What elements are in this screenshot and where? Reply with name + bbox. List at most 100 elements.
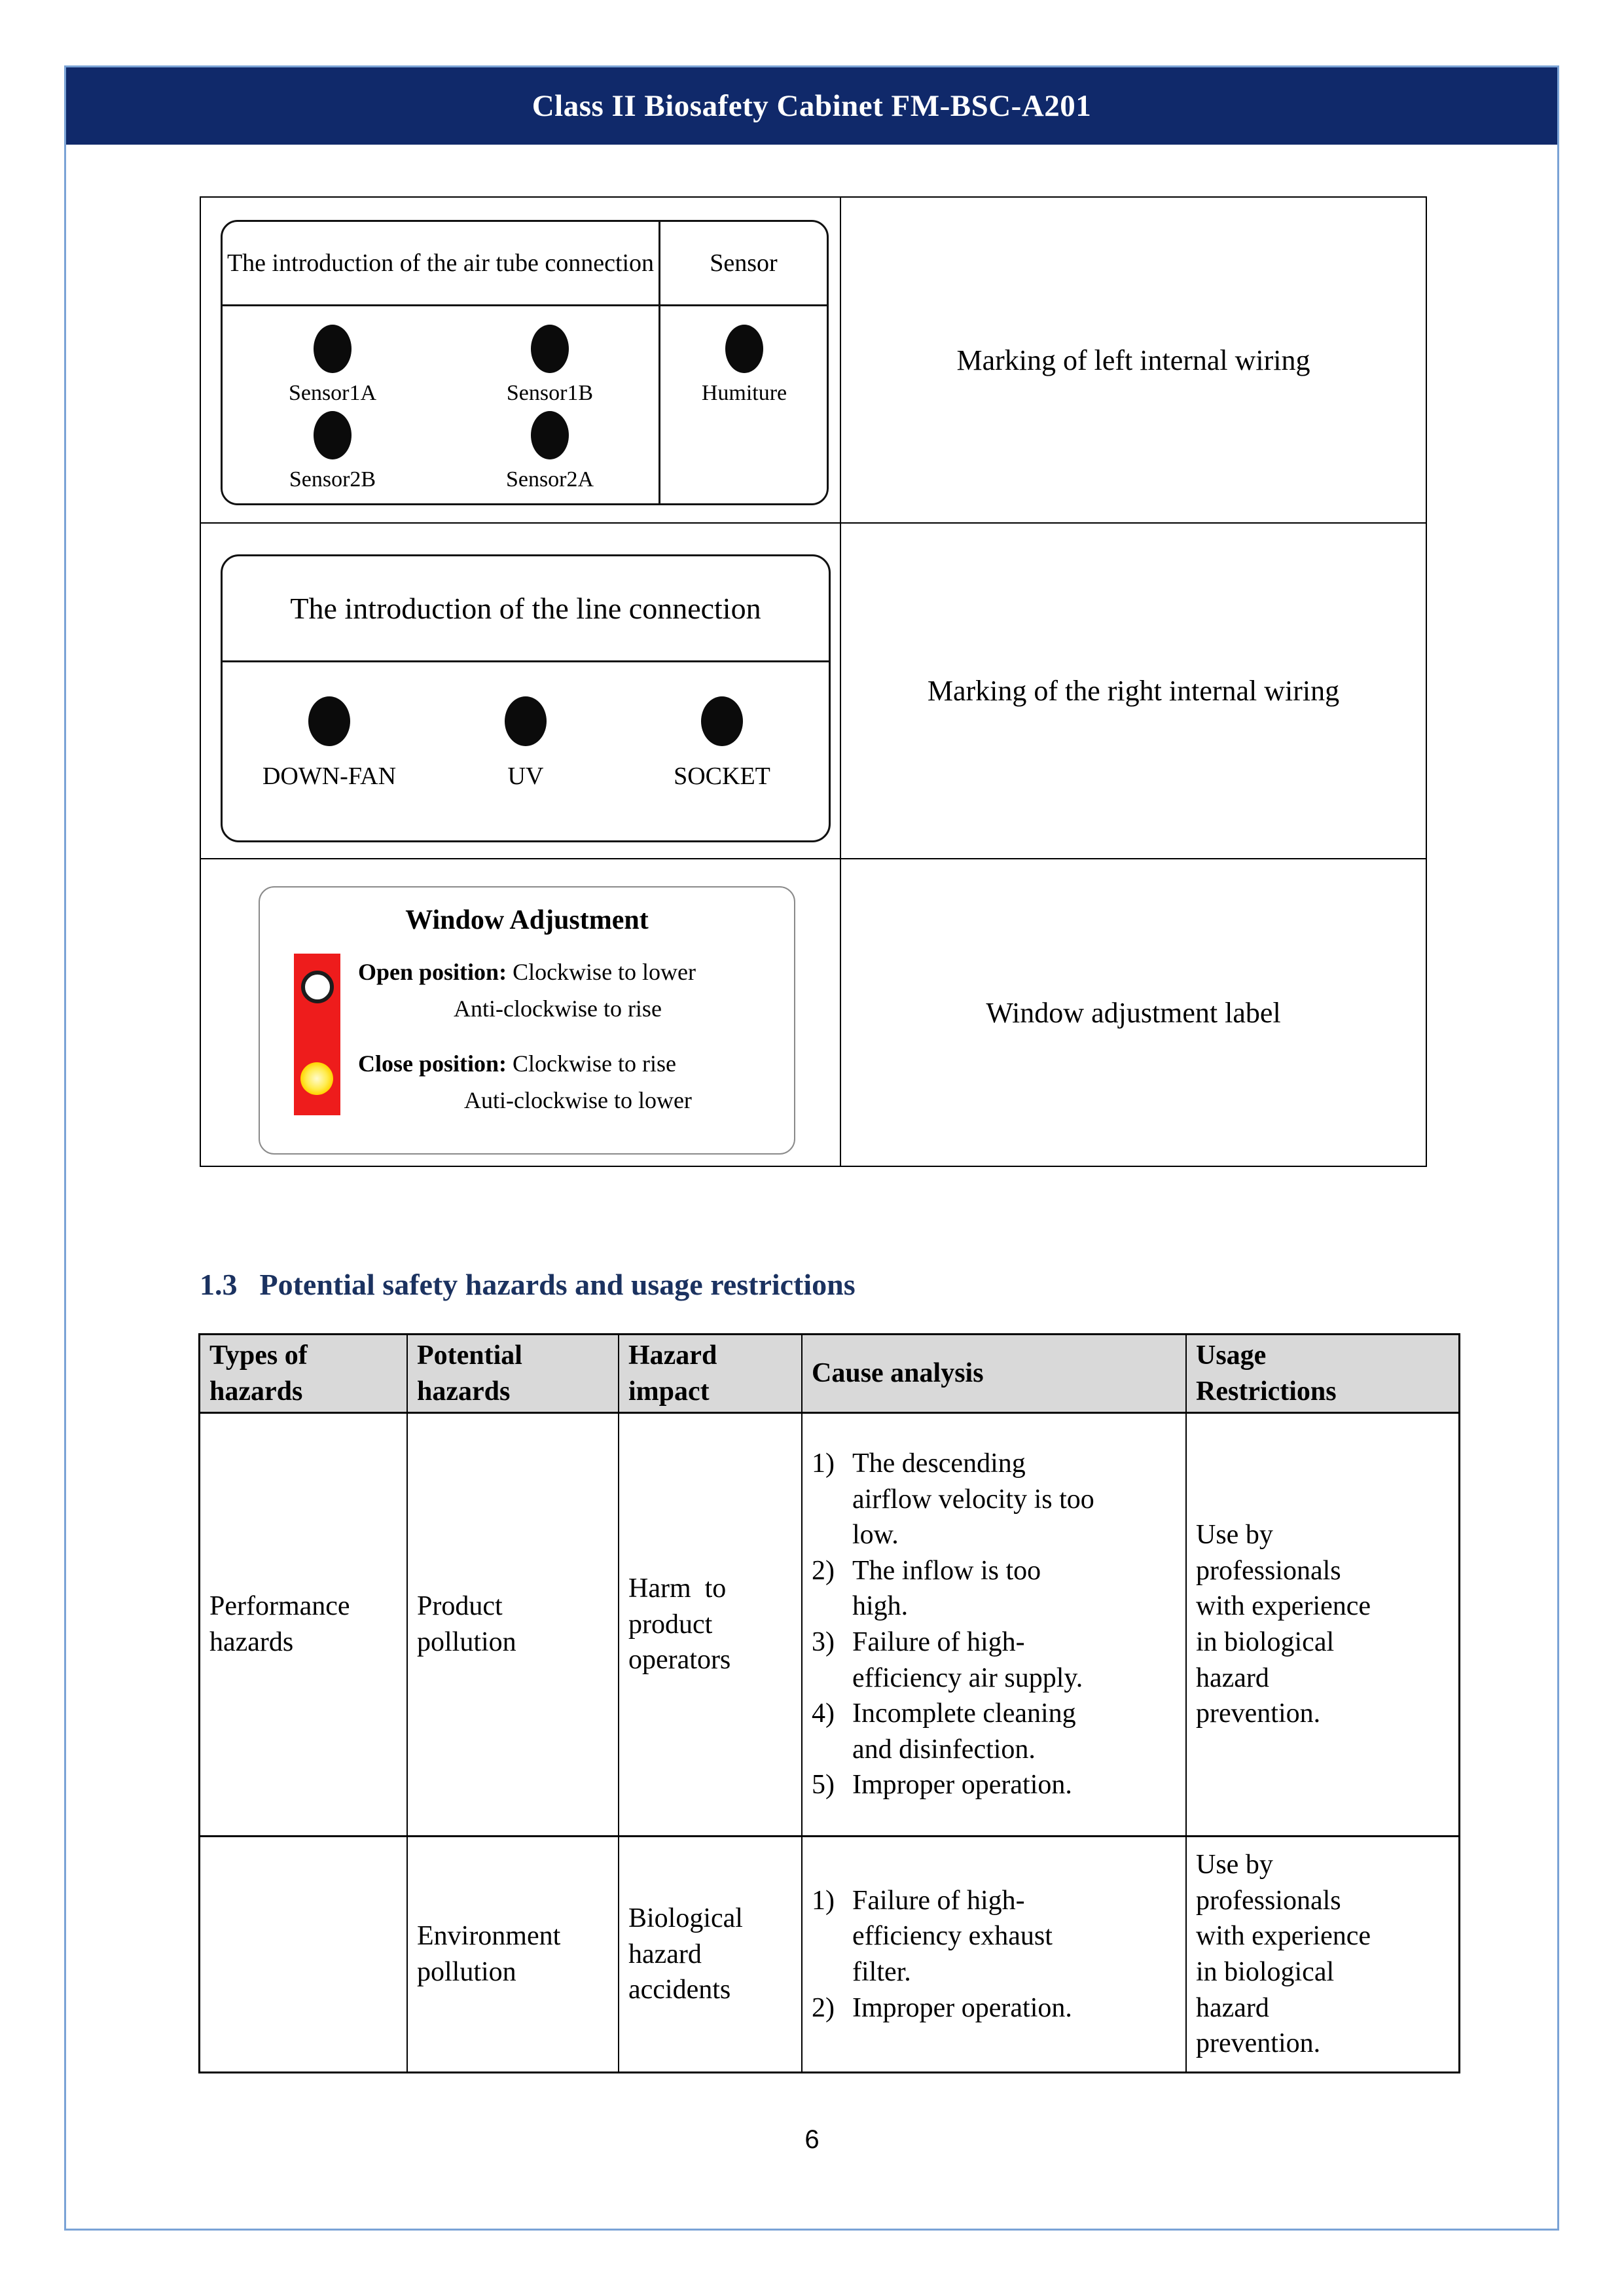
- cell-potential-product-pollution: Product pollution: [408, 1414, 619, 1837]
- air-tube-title-cell: The introduction of the air tube connect…: [223, 222, 660, 306]
- cause-text: The descending airflow velocity is too l…: [852, 1448, 1094, 1551]
- header-potential-hazards: Potential hazards: [408, 1335, 619, 1414]
- caption-cell: Window adjustment label: [841, 859, 1426, 1166]
- line-connection-dots-area: DOWN-FAN UV SOCKET: [223, 662, 829, 840]
- connector-dot-icon: [314, 411, 352, 459]
- close-position-label: Close position:: [358, 1050, 507, 1077]
- cause-number: 2): [812, 1555, 835, 1586]
- cause-number: 1): [812, 1885, 835, 1916]
- section-number: 1.3: [200, 1268, 238, 1301]
- cause-item: 1) The descending airflow velocity is to…: [812, 1446, 1176, 1553]
- humiture-label: Humiture: [701, 381, 787, 405]
- humiture-dots-area: Humiture: [660, 306, 827, 503]
- socket-label: SOCKET: [674, 762, 770, 790]
- header-usage-restrictions: Usage Restrictions: [1187, 1335, 1458, 1414]
- cell-usage-restrictions-1: Use by professionals with experience in …: [1187, 1414, 1458, 1837]
- uv-group: UV: [470, 696, 581, 840]
- window-adjustment-red-bar: [294, 954, 340, 1115]
- caption-cell: Marking of the right internal wiring: [841, 524, 1426, 859]
- document-header-bar: Class II Biosafety Cabinet FM-BSC-A201: [66, 67, 1557, 145]
- wiring-label-table: The introduction of the air tube connect…: [200, 196, 1427, 1167]
- cell-cause-analysis-1: 1) The descending airflow velocity is to…: [803, 1414, 1187, 1837]
- cause-item: 4) Incomplete cleaning and disinfection.: [812, 1696, 1176, 1767]
- cause-text: Improper operation.: [852, 1770, 1072, 1801]
- sensor-column-title: Sensor: [710, 249, 778, 277]
- sensor2b-group: Sensor2B: [267, 411, 398, 492]
- cell-impact-harm: Harm to product operators: [619, 1414, 803, 1837]
- cause-list: 1) The descending airflow velocity is to…: [812, 1446, 1176, 1803]
- cause-item: 2) Improper operation.: [812, 1990, 1176, 2026]
- line-connection-figure: The introduction of the line connection …: [221, 554, 831, 842]
- cause-text: Improper operation.: [852, 1992, 1072, 2023]
- sensor1a-label: Sensor1A: [288, 381, 377, 405]
- sensor1b-label: Sensor1B: [506, 381, 594, 405]
- cause-item: 3) Failure of high- efficiency air suppl…: [812, 1624, 1176, 1696]
- cell-potential-environment-pollution: Environment pollution: [408, 1837, 619, 2072]
- caption-cell: Marking of left internal wiring: [841, 198, 1426, 524]
- close-position-indicator-icon: [300, 1062, 333, 1095]
- open-position-line2: Anti-clockwise to rise: [454, 996, 662, 1022]
- cell-type-performance: Performance hazards: [200, 1414, 408, 1837]
- cell-usage-restrictions-2: Use by professionals with experience in …: [1196, 1850, 1371, 2059]
- connector-dot-icon: [725, 325, 763, 373]
- sensor-column-title-cell: Sensor: [660, 222, 827, 306]
- connector-dot-icon: [531, 411, 569, 459]
- cell-cause-analysis-2: 1) Failure of high- efficiency exhaust f…: [803, 1837, 1187, 2072]
- down-fan-label: DOWN-FAN: [262, 762, 397, 790]
- down-fan-group: DOWN-FAN: [262, 696, 396, 840]
- cause-item: 2) The inflow is too high.: [812, 1553, 1176, 1624]
- open-position-text: Clockwise to lower: [507, 959, 696, 985]
- line-connection-title-cell: The introduction of the line connection: [223, 556, 829, 662]
- window-adjustment-figure-cell: Window Adjustment Open position: Clockwi…: [201, 859, 841, 1166]
- connector-dot-icon: [308, 696, 350, 746]
- hazards-table: Types of hazards Potential hazards Hazar…: [198, 1333, 1460, 2073]
- cause-number: 2): [812, 1992, 835, 2023]
- cause-item: 5) Improper operation.: [812, 1767, 1176, 1803]
- open-position-line: Open position: Clockwise to lower: [358, 958, 696, 986]
- close-position-line: Close position: Clockwise to rise: [358, 1050, 676, 1077]
- cell-impact-biological: Biological hazard accidents: [619, 1837, 803, 2072]
- sensor2b-label: Sensor2B: [289, 467, 376, 492]
- section-title: Potential safety hazards and usage restr…: [259, 1268, 856, 1301]
- humiture-group: Humiture: [679, 325, 810, 406]
- sensor1a-group: Sensor1A: [267, 325, 398, 406]
- header-hazard-impact: Hazard impact: [619, 1335, 803, 1414]
- close-position-text: Clockwise to rise: [507, 1050, 676, 1077]
- cause-number: 5): [812, 1770, 835, 1801]
- close-position-line2: Auti-clockwise to lower: [464, 1087, 692, 1113]
- cause-text: Incomplete cleaning and disinfection.: [852, 1698, 1076, 1765]
- connector-dot-icon: [531, 325, 569, 373]
- open-position-indicator-icon: [301, 971, 334, 1003]
- air-tube-figure: The introduction of the air tube connect…: [221, 220, 829, 505]
- air-tube-figure-cell: The introduction of the air tube connect…: [201, 198, 841, 524]
- cause-item: 1) Failure of high- efficiency exhaust f…: [812, 1883, 1176, 1990]
- cause-number: 4): [812, 1698, 835, 1729]
- cause-text: Failure of high- efficiency exhaust filt…: [852, 1885, 1053, 1987]
- air-tube-title: The introduction of the air tube connect…: [226, 249, 655, 277]
- page-number: 6: [804, 2125, 820, 2154]
- cell-type-empty: [200, 1837, 408, 2072]
- line-connection-figure-cell: The introduction of the line connection …: [201, 524, 841, 859]
- cause-list: 1) Failure of high- efficiency exhaust f…: [812, 1883, 1176, 2026]
- section-heading: 1.3 Potential safety hazards and usage r…: [200, 1267, 856, 1302]
- sensor1b-group: Sensor1B: [484, 325, 615, 406]
- uv-label: UV: [507, 762, 544, 790]
- document-title: Class II Biosafety Cabinet FM-BSC-A201: [532, 89, 1092, 123]
- cause-number: 1): [812, 1448, 835, 1479]
- socket-group: SOCKET: [666, 696, 778, 840]
- connector-dot-icon: [701, 696, 743, 746]
- caption-left-wiring: Marking of left internal wiring: [956, 344, 1310, 376]
- header-cause-analysis: Cause analysis: [803, 1335, 1187, 1414]
- caption-window-label: Window adjustment label: [986, 996, 1281, 1029]
- line-connection-title: The introduction of the line connection: [290, 592, 761, 625]
- cause-text: The inflow is too high.: [852, 1555, 1041, 1622]
- caption-right-wiring: Marking of the right internal wiring: [927, 675, 1340, 707]
- open-position-label: Open position:: [358, 959, 507, 985]
- connector-dot-icon: [505, 696, 547, 746]
- window-adjustment-title: Window Adjustment: [405, 905, 649, 935]
- cause-text: Failure of high- efficiency air supply.: [852, 1627, 1083, 1693]
- window-adjustment-figure: Window Adjustment Open position: Clockwi…: [259, 886, 795, 1155]
- cause-number: 3): [812, 1627, 835, 1657]
- air-tube-dots-area: Sensor1A Sensor1B Sensor2B Sensor2A: [223, 306, 660, 503]
- sensor2a-label: Sensor2A: [505, 467, 594, 492]
